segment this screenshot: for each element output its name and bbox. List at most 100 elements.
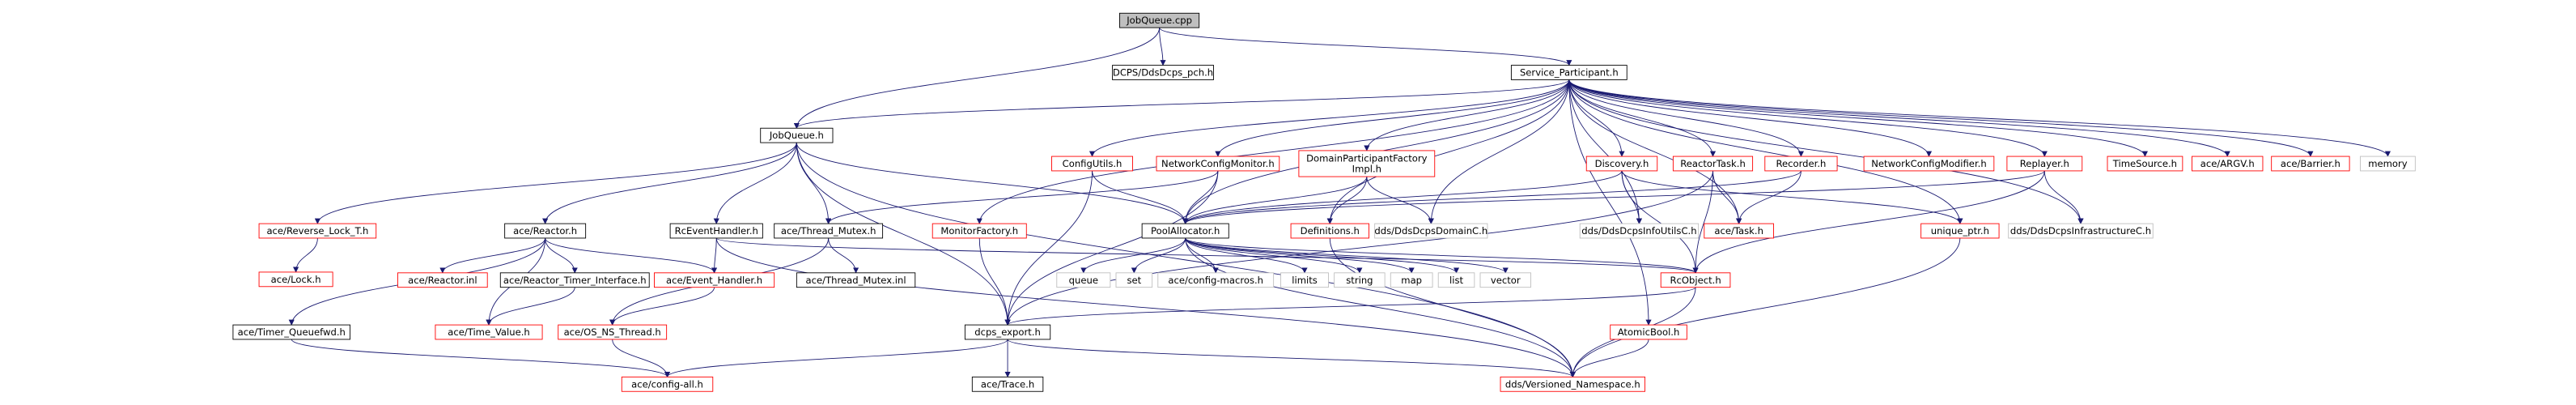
node-rceventhandler[interactable]: RcEventHandler.h bbox=[669, 223, 763, 239]
node-service-participant[interactable]: Service_Participant.h bbox=[1510, 65, 1628, 80]
node-networkconfigmonitor[interactable]: NetworkConfigMonitor.h bbox=[1156, 156, 1280, 172]
node-timesource[interactable]: TimeSource.h bbox=[2107, 156, 2183, 172]
node-box bbox=[232, 324, 351, 340]
node-ace-barrier[interactable]: ace/Barrier.h bbox=[2271, 156, 2350, 172]
node-label: ace/Trace.h bbox=[981, 378, 1034, 390]
node-label: AtomicBool.h bbox=[1618, 326, 1680, 338]
edge-service_participant-to-atomicbool bbox=[1568, 79, 1652, 326]
node-label: memory bbox=[2368, 158, 2408, 169]
node-ace-time-value[interactable]: ace/Time_Value.h bbox=[435, 324, 543, 340]
node-label: string bbox=[1346, 275, 1373, 286]
node-box bbox=[2360, 156, 2416, 172]
node-ace-reactor-timer-interface[interactable]: ace/Reactor_Timer_Interface.h bbox=[499, 272, 650, 288]
node-ace-reverse-lock[interactable]: ace/Reverse_Lock_T.h bbox=[258, 223, 377, 239]
node-dcps-export[interactable]: dcps_export.h bbox=[964, 324, 1051, 340]
node-dds-versioned-namespace[interactable]: dds/Versioned_Namespace.h bbox=[1500, 376, 1646, 392]
node-ace-os-ns-thread[interactable]: ace/OS_NS_Thread.h bbox=[558, 324, 668, 340]
node-dds-infrastructurec: dds/DdsDcpsInfrastructureC.h bbox=[2008, 223, 2154, 239]
node-reactortask[interactable]: ReactorTask.h bbox=[1672, 156, 1754, 172]
node-box bbox=[2008, 223, 2154, 239]
node-recorder[interactable]: Recorder.h bbox=[1764, 156, 1838, 172]
node-box bbox=[669, 223, 763, 239]
edge-rceventhandler-to-ace_event_handler bbox=[711, 237, 718, 274]
edge-service_participant-to-ace_argv bbox=[1568, 79, 2230, 157]
node-dds-infoutilsc: dds/DdsDcpsInfoUtilsC.h bbox=[1579, 223, 1700, 239]
edge-service_participant-to-replayer bbox=[1568, 79, 2048, 157]
edge-service_participant-to-dds_domainc bbox=[1428, 79, 1570, 224]
node-ace-thread-mutex[interactable]: ace/Thread_Mutex.h bbox=[774, 223, 884, 239]
edge-rceventhandler-to-dds_versioned_namespace bbox=[715, 237, 1576, 378]
node-label: DCPS/DdsDcps_pch.h bbox=[1113, 67, 1213, 79]
edge-replayer-to-dds_infrastructurec bbox=[2043, 170, 2084, 224]
node-ace-reactor[interactable]: ace/Reactor.h bbox=[504, 223, 587, 239]
node-set: set bbox=[1115, 272, 1153, 288]
edge-service_participant-to-ace_task bbox=[1568, 79, 1742, 224]
node-configutils[interactable]: ConfigUtils.h bbox=[1051, 156, 1133, 172]
node-box bbox=[2006, 156, 2083, 172]
node-monitorfactory[interactable]: MonitorFactory.h bbox=[932, 223, 1027, 239]
edge-networkconfigmonitor-to-poolallocator bbox=[1182, 170, 1219, 224]
node-box bbox=[1119, 12, 1200, 28]
node-rcobject[interactable]: RcObject.h bbox=[1660, 272, 1731, 288]
edge-service_participant-to-unique_ptr bbox=[1568, 79, 1963, 224]
node-ace-config-all[interactable]: ace/config-all.h bbox=[621, 376, 714, 392]
node-box bbox=[1157, 272, 1275, 288]
edge-poolallocator-to-rcobject bbox=[1185, 237, 1699, 274]
node-jobqueue-h[interactable]: JobQueue.h bbox=[760, 127, 834, 143]
edge-ace_reactor-to-ace_reactor_timer_interface bbox=[545, 237, 578, 274]
node-box bbox=[1920, 223, 2000, 239]
edge-service_participant-to-ace_barrier bbox=[1568, 79, 2314, 157]
edge-dcps_export-to-ace_config_all bbox=[664, 339, 1008, 378]
edge-jobqueue_h-to-ace_thread_mutex bbox=[796, 143, 832, 224]
edge-domainparticipantfactoryimpl-to-dds_domainc bbox=[1366, 177, 1434, 224]
edge-ace_reactor-to-ace_event_handler bbox=[545, 237, 718, 274]
node-limits: limits bbox=[1280, 272, 1329, 288]
node-ace-trace[interactable]: ace/Trace.h bbox=[971, 376, 1044, 392]
node-queue: queue bbox=[1056, 272, 1111, 288]
edge-rceventhandler-to-rcobject bbox=[715, 237, 1699, 274]
node-ace-reactor-inl[interactable]: ace/Reactor.inl bbox=[397, 272, 488, 288]
node-definitions[interactable]: Definitions.h bbox=[1290, 223, 1369, 239]
edge-service_participant-to-reactortask bbox=[1568, 79, 1717, 157]
node-box bbox=[1764, 156, 1838, 172]
node-discovery[interactable]: Discovery.h bbox=[1585, 156, 1658, 172]
node-box bbox=[1579, 223, 1700, 239]
node-ace-lock[interactable]: ace/Lock.h bbox=[258, 271, 333, 288]
edge-monitorfactory-to-dcps_export bbox=[978, 237, 1011, 326]
node-atomicbool[interactable]: AtomicBool.h bbox=[1610, 324, 1687, 340]
node-label: ace/Time_Value.h bbox=[448, 326, 530, 338]
edge-jobqueue_h-to-ace_reactor bbox=[542, 143, 797, 224]
node-box bbox=[499, 272, 650, 288]
node-ace-timer-queuefwd[interactable]: ace/Timer_Queuefwd.h bbox=[232, 324, 351, 340]
node-label: ace/config-all.h bbox=[631, 378, 703, 390]
node-label: dds/DdsDcpsInfoUtilsC.h bbox=[1581, 225, 1696, 237]
node-box bbox=[1390, 272, 1433, 288]
node-unique-ptr[interactable]: unique_ptr.h bbox=[1920, 223, 2000, 239]
node-ace-config-macros: ace/config-macros.h bbox=[1157, 272, 1275, 288]
node-box bbox=[2271, 156, 2350, 172]
edge-configutils-to-dcps_export bbox=[1004, 170, 1093, 326]
edge-jobqueue_h-to-rceventhandler bbox=[713, 143, 797, 224]
edge-jobqueue_cpp-to-dcps_pch bbox=[1159, 28, 1166, 66]
node-label: ace/ARGV.h bbox=[2200, 158, 2255, 169]
node-label: list bbox=[1449, 275, 1463, 286]
node-ace-thread-mutex-inl[interactable]: ace/Thread_Mutex.inl bbox=[796, 272, 916, 288]
node-networkconfigmodifier[interactable]: NetworkConfigModifier.h bbox=[1863, 156, 1995, 172]
node-ace-argv[interactable]: ace/ARGV.h bbox=[2192, 156, 2264, 172]
node-replayer[interactable]: Replayer.h bbox=[2006, 156, 2083, 172]
edge-poolallocator-to-map bbox=[1185, 237, 1415, 274]
node-label: RcObject.h bbox=[1670, 275, 1721, 286]
edge-service_participant-to-networkconfigmonitor bbox=[1215, 79, 1570, 157]
node-ace-event-handler[interactable]: ace/Event_Handler.h bbox=[654, 272, 775, 288]
edge-ace_reactor-to-ace_reactor_inl bbox=[439, 237, 546, 274]
node-box bbox=[774, 223, 884, 239]
node-vector: vector bbox=[1479, 272, 1531, 288]
node-jobqueue-cpp[interactable]: JobQueue.cpp bbox=[1119, 12, 1200, 28]
node-label: unique_ptr.h bbox=[1931, 225, 1989, 237]
node-label: set bbox=[1127, 275, 1141, 286]
node-dcps-pch[interactable]: DCPS/DdsDcps_pch.h bbox=[1112, 65, 1214, 80]
node-ace-task[interactable]: ace/Task.h bbox=[1704, 223, 1774, 239]
node-poolallocator[interactable]: PoolAllocator.h bbox=[1141, 223, 1229, 239]
